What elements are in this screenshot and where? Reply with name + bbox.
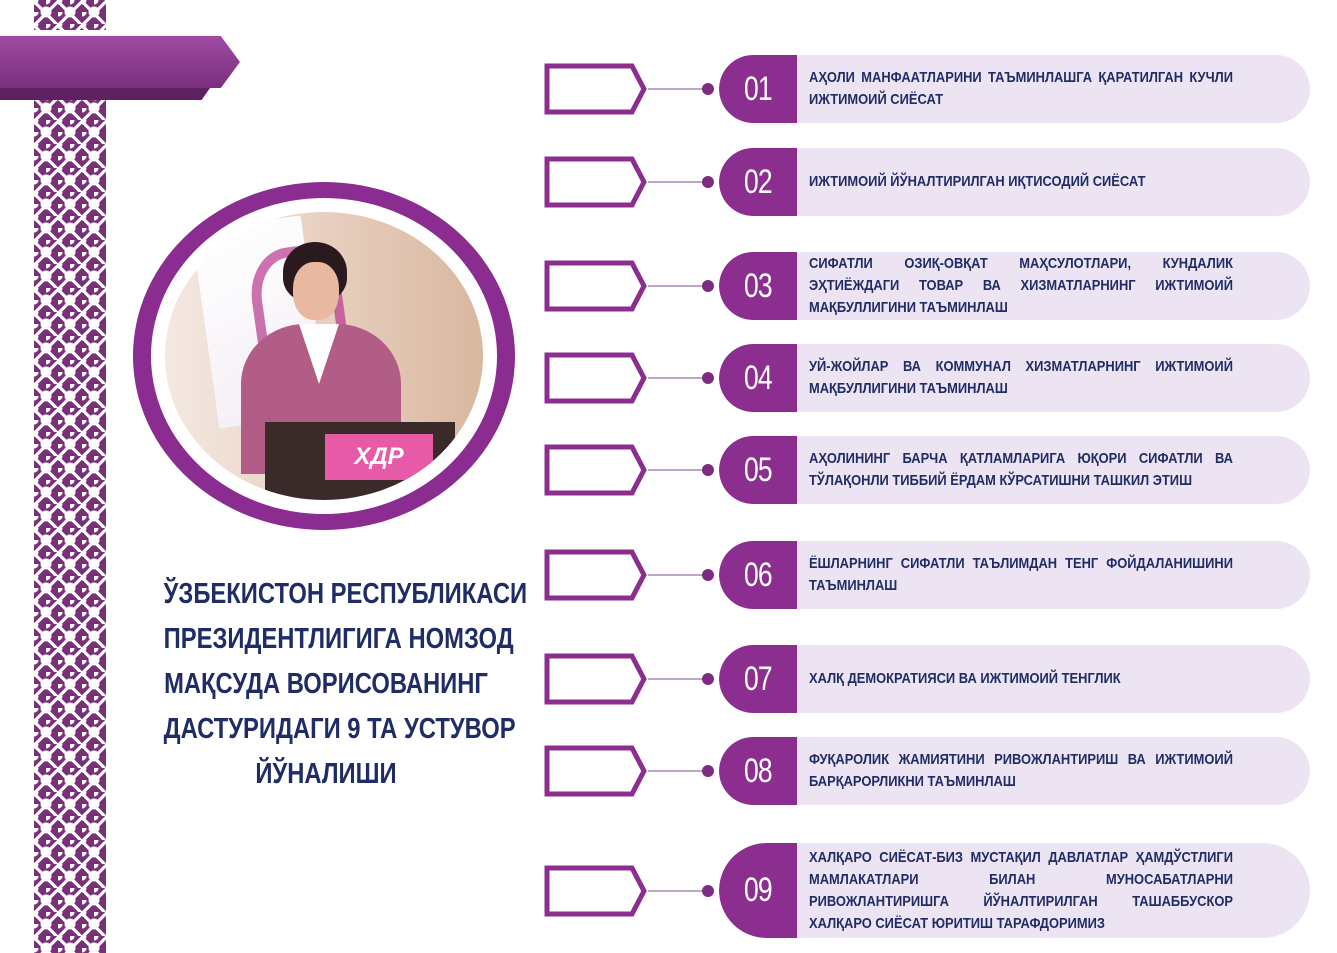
item-number-label: 05 [744,450,773,489]
connector-dot [702,280,714,292]
connector-dot [702,83,714,95]
item-text: ИЖТИМОИЙ ЙЎНАЛТИРИЛГАН ИҚТИСОДИЙ СИЁСАТ [809,148,1302,216]
item-text: ФУҚАРОЛИК ЖАМИЯТИНИ РИВОЖЛАНТИРИШ ВА ИЖТ… [809,737,1302,805]
connector-line [648,889,708,892]
connector-line [648,770,708,772]
item-text-label: СИФАТЛИ ОЗИҚ-ОВҚАТ МАҲСУЛОТЛАРИ, КУНДАЛИ… [809,255,1233,316]
item-text: АҲОЛИ МАНФААТЛАРИНИ ТАЪМИНЛАШГА ҚАРАТИЛГ… [809,55,1302,123]
item-number: 04 [719,344,797,412]
title-line: МАҚСУДА ВОРИСОВАНИНГ [164,668,488,700]
title-line: ПРЕЗИДЕНТЛИГИГА НОМЗОД [163,623,514,655]
item-text-label: АҲОЛИ МАНФААТЛАРИНИ ТАЪМИНЛАШГА ҚАРАТИЛГ… [809,69,1233,108]
arrow-icon [544,63,647,115]
connector-line [648,88,708,90]
item-number: 07 [719,645,797,713]
connector-dot [702,884,714,897]
item-number: 05 [719,436,797,504]
item-number-label: 03 [744,266,773,305]
priority-item: 08 ФУҚАРОЛИК ЖАМИЯТИНИ РИВОЖЛАНТИРИШ ВА И… [719,737,1310,805]
connector-dot [702,464,714,476]
item-text-label: ИЖТИМОИЙ ЙЎНАЛТИРИЛГАН ИҚТИСОДИЙ СИЁСАТ [809,173,1146,190]
page-title: ЎЗБЕКИСТОН РЕСПУБЛИКАСИ ПРЕЗИДЕНТЛИГИГА … [163,572,528,797]
header-banner-shadow [0,88,210,100]
item-number: 02 [719,148,797,216]
item-text-label: УЙ-ЖОЙЛАР ВА КОММУНАЛ ХИЗМАТЛАРНИНГ ИЖТИ… [809,358,1233,397]
connector-line [648,181,708,183]
priority-item: 02 ИЖТИМОИЙ ЙЎНАЛТИРИЛГАН ИҚТИСОДИЙ СИЁСА… [719,148,1310,216]
connector-line [648,678,708,680]
item-text: СИФАТЛИ ОЗИҚ-ОВҚАТ МАҲСУЛОТЛАРИ, КУНДАЛИ… [809,252,1302,320]
arrow-icon [544,865,647,916]
item-number-label: 04 [744,358,773,397]
item-text: ХАЛҚАРО СИЁСАТ-БИЗ МУСТАҚИЛ ДАВЛАТЛАР ҲА… [809,843,1302,938]
connector-dot [702,176,714,188]
item-text-label: АҲОЛИНИНГ БАРЧА ҚАТЛАМЛАРИГА ЮҚОРИ СИФАТ… [809,450,1233,489]
connector-dot [702,765,714,777]
item-text-label: ФУҚАРОЛИК ЖАМИЯТИНИ РИВОЖЛАНТИРИШ ВА ИЖТ… [809,751,1233,790]
item-text: ХАЛҚ ДЕМОКРАТИЯСИ ВА ИЖТИМОИЙ ТЕНГЛИК [809,645,1302,713]
arrow-icon [544,549,647,601]
priority-item: 07 ХАЛҚ ДЕМОКРАТИЯСИ ВА ИЖТИМОИЙ ТЕНГЛИК [719,645,1310,713]
candidate-photo: ХДР [151,198,497,514]
arrow-icon [544,444,647,496]
item-number-label: 09 [744,871,773,909]
priority-item: 06 ЁШЛАРНИНГ СИФАТЛИ ТАЪЛИМДАН ТЕНГ ФОЙДА… [719,541,1310,609]
priority-item: 04 УЙ-ЖОЙЛАР ВА КОММУНАЛ ХИЗМАТЛАРНИНГ ИЖ… [719,344,1310,412]
arrow-icon [544,745,647,797]
item-text-label: ХАЛҚАРО СИЁСАТ-БИЗ МУСТАҚИЛ ДАВЛАТЛАР ҲА… [809,848,1233,932]
arrow-icon [544,260,647,312]
arrow-icon [544,653,647,705]
person-face [293,262,339,320]
item-number-label: 07 [744,659,773,698]
connector-dot [702,372,714,384]
title-line: ДАСТУРИДАГИ 9 ТА УСТУВОР [163,713,516,745]
connector-dot [702,569,714,581]
item-number: 01 [719,55,797,123]
connector-line [648,574,708,576]
item-text: ЁШЛАРНИНГ СИФАТЛИ ТАЪЛИМДАН ТЕНГ ФОЙДАЛА… [809,541,1302,609]
priority-item: 01 АҲОЛИ МАНФААТЛАРИНИ ТАЪМИНЛАШГА ҚАРАТИ… [719,55,1310,123]
item-number-label: 01 [744,69,773,108]
priority-item: 03 СИФАТЛИ ОЗИҚ-ОВҚАТ МАҲСУЛОТЛАРИ, КУНДА… [719,252,1310,320]
header-banner [0,36,240,88]
podium-sign: ХДР [325,434,433,480]
item-number: 06 [719,541,797,609]
item-number-label: 06 [744,555,773,594]
item-text: УЙ-ЖОЙЛАР ВА КОММУНАЛ ХИЗМАТЛАРНИНГ ИЖТИ… [809,344,1302,412]
connector-line [648,285,708,287]
item-number-label: 02 [744,162,773,201]
item-number: 08 [719,737,797,805]
connector-line [648,377,708,379]
title-line: ЎЗБЕКИСТОН РЕСПУБЛИКАСИ [163,578,528,610]
priority-item: 09 ХАЛҚАРО СИЁСАТ-БИЗ МУСТАҚИЛ ДАВЛАТЛАР … [719,843,1310,938]
priority-item: 05 АҲОЛИНИНГ БАРЧА ҚАТЛАМЛАРИГА ЮҚОРИ СИФ… [719,436,1310,504]
item-text-label: ЁШЛАРНИНГ СИФАТЛИ ТАЪЛИМДАН ТЕНГ ФОЙДАЛА… [809,555,1233,594]
connector-line [648,469,708,471]
item-text: АҲОЛИНИНГ БАРЧА ҚАТЛАМЛАРИГА ЮҚОРИ СИФАТ… [809,436,1302,504]
title-line: ЙЎНАЛИШИ [255,758,397,790]
arrow-icon [544,156,647,208]
photo-scene: ХДР [165,212,483,500]
item-text-label: ХАЛҚ ДЕМОКРАТИЯСИ ВА ИЖТИМОИЙ ТЕНГЛИК [809,670,1121,687]
item-number: 03 [719,252,797,320]
arrow-icon [544,352,647,404]
ornament-strip [34,0,106,953]
connector-dot [702,673,714,685]
item-number: 09 [719,843,797,938]
item-number-label: 08 [744,751,773,790]
